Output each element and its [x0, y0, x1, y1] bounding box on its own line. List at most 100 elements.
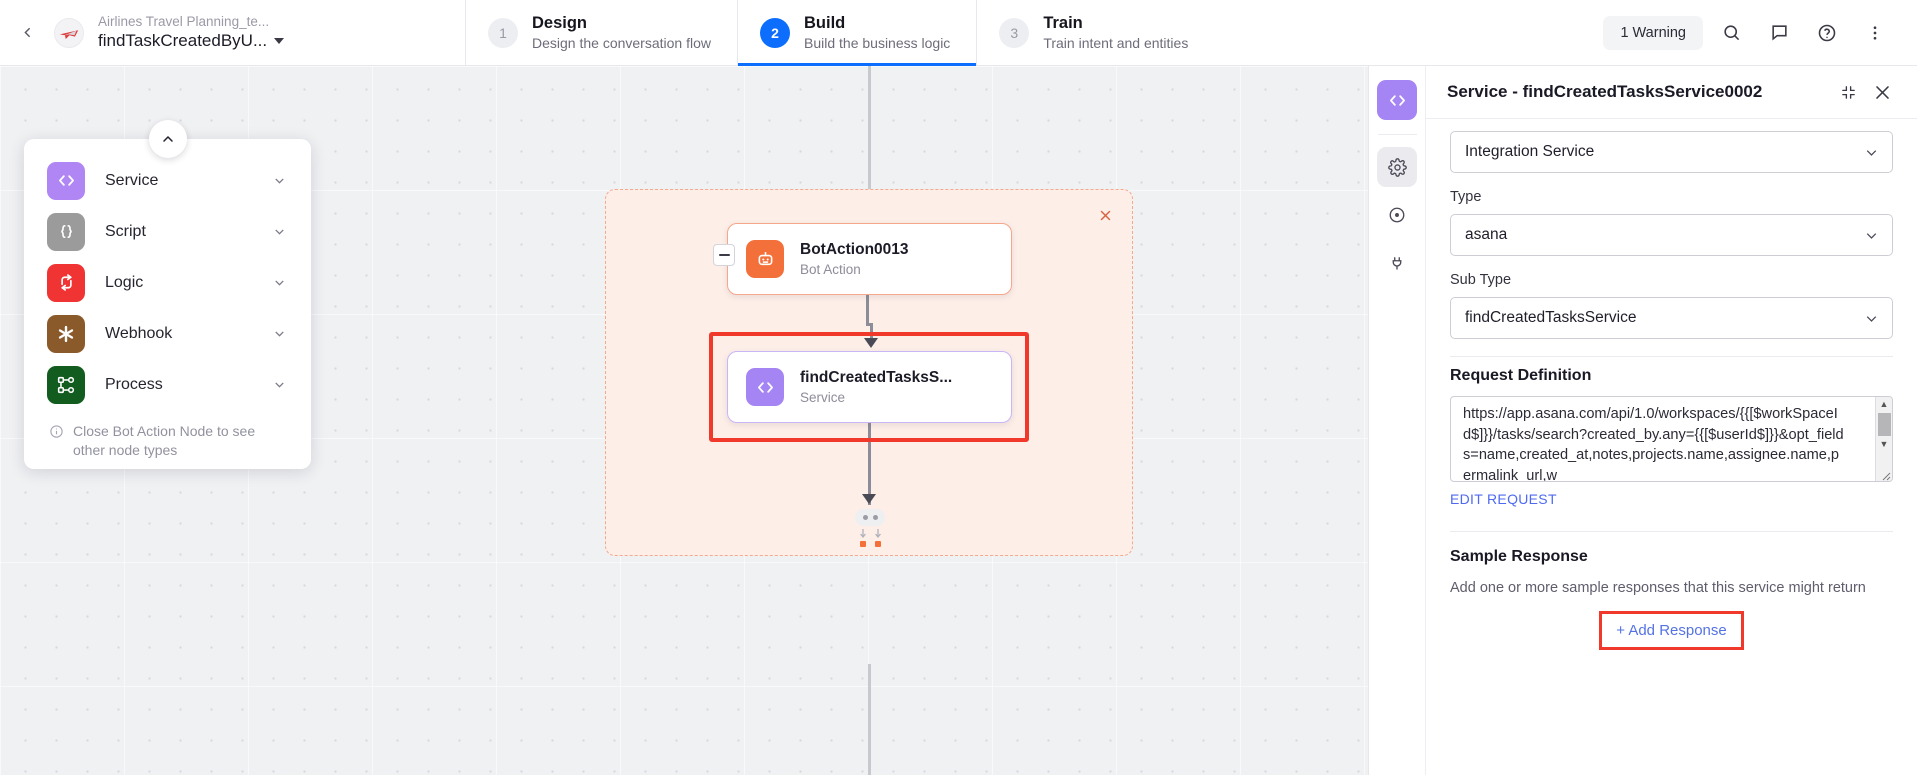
build-steps: 1 Design Design the conversation flow 2 …: [465, 0, 1214, 66]
arrow-head-outgoing: [862, 494, 876, 504]
bot-name: findTaskCreatedByU...: [98, 31, 268, 50]
palette-item-label: Process: [105, 375, 163, 393]
step-number: 3: [999, 17, 1030, 48]
search-icon[interactable]: [1711, 13, 1751, 53]
close-icon[interactable]: [1092, 202, 1118, 228]
workspace-name: Airlines Travel Planning_te...: [98, 14, 270, 29]
request-definition-value: https://app.asana.com/api/1.0/workspaces…: [1463, 406, 1844, 482]
type-select[interactable]: asana: [1450, 214, 1893, 256]
node-type: Service: [800, 389, 846, 405]
step-desc: Train intent and entities: [1043, 34, 1189, 51]
tab-design[interactable]: 1 Design Design the conversation flow: [465, 0, 737, 65]
palette-note-text: Close Bot Action Node to see other node …: [73, 423, 256, 458]
type-value: asana: [1465, 226, 1508, 243]
arrow-down-icon: [859, 529, 866, 539]
chevron-down-icon[interactable]: [272, 173, 287, 188]
chevron-down-icon[interactable]: [1863, 227, 1880, 244]
edit-request-link[interactable]: EDIT REQUEST: [1450, 491, 1557, 507]
add-node-chip[interactable]: [855, 509, 885, 526]
step-desc: Build the business logic: [804, 34, 951, 51]
panel-header: Service - findCreatedTasksService0002: [1426, 66, 1917, 119]
more-vertical-icon[interactable]: [1855, 13, 1895, 53]
scrollbar-thumb[interactable]: [1877, 413, 1891, 436]
palette-item-script[interactable]: Script: [24, 206, 311, 257]
palette-item-webhook[interactable]: Webhook: [24, 308, 311, 359]
type-label: Type: [1450, 189, 1482, 205]
chevron-down-icon[interactable]: [272, 377, 287, 392]
asterisk-icon: [47, 314, 85, 353]
panel-body: Service - findCreatedTasksService0002: [1426, 66, 1917, 775]
top-bar: Airlines Travel Planning_te... findTaskC…: [0, 0, 1917, 66]
edge-seg-a: [866, 295, 869, 325]
target-icon[interactable]: [1377, 195, 1417, 235]
resize-handle-icon[interactable]: [1879, 468, 1891, 481]
scroll-down-icon[interactable]: ▼: [1879, 439, 1889, 449]
textarea-scrollbar[interactable]: ▲ ▼: [1875, 397, 1892, 481]
robot-icon: [746, 240, 784, 278]
edge-to-ghost: [868, 664, 871, 775]
sample-response-helper: Add one or more sample responses that th…: [1450, 580, 1866, 596]
step-title: Build: [804, 13, 846, 32]
chevron-down-icon[interactable]: [272, 224, 287, 239]
loop-arrows-icon: [47, 263, 85, 302]
chevron-down-icon[interactable]: [1863, 144, 1880, 161]
info-icon: [49, 424, 64, 460]
plug-icon[interactable]: [1377, 243, 1417, 283]
sample-response-title: Sample Response: [1450, 548, 1588, 565]
divider: [1450, 356, 1893, 357]
node-name: findCreatedTasksS...: [800, 368, 953, 386]
divider: [1450, 531, 1893, 532]
bot-avatar: [54, 17, 84, 48]
node-bot-action[interactable]: BotAction0013 Bot Action: [727, 223, 1012, 295]
palette-item-logic[interactable]: Logic: [24, 257, 311, 308]
field-type: Type asana: [1450, 189, 1893, 256]
rail-button-service[interactable]: [1377, 80, 1417, 120]
bot-name-row[interactable]: findTaskCreatedByU...: [98, 30, 285, 52]
chevron-down-icon[interactable]: [274, 38, 285, 44]
collapse-icon[interactable]: [1831, 75, 1865, 109]
chevron-up-icon[interactable]: [148, 120, 187, 158]
sub-type-select[interactable]: findCreatedTasksService: [1450, 297, 1893, 339]
chevron-down-icon[interactable]: [1863, 310, 1880, 327]
chevron-down-icon[interactable]: [272, 326, 287, 341]
airplane-icon: [59, 29, 79, 39]
step-desc: Design the conversation flow: [532, 34, 711, 51]
tab-train[interactable]: 3 Train Train intent and entities: [976, 0, 1214, 65]
request-definition-textarea[interactable]: https://app.asana.com/api/1.0/workspaces…: [1450, 396, 1893, 482]
service-type-select[interactable]: Integration Service: [1450, 131, 1893, 173]
minus-icon[interactable]: [713, 244, 735, 266]
panel-content: Integration Service Type asana: [1426, 119, 1917, 775]
tab-build[interactable]: 2 Build Build the business logic: [737, 0, 977, 66]
palette-item-process[interactable]: Process: [24, 359, 311, 410]
top-bar-left: Airlines Travel Planning_te... findTaskC…: [0, 0, 465, 65]
rail-divider: [1377, 134, 1417, 135]
palette-item-service[interactable]: Service: [24, 155, 311, 206]
node-palette: Service Script: [24, 120, 311, 469]
scroll-up-icon[interactable]: ▲: [1879, 399, 1889, 409]
step-number: 2: [760, 17, 790, 48]
edge-incoming: [868, 66, 871, 223]
code-brackets-icon: [47, 161, 85, 200]
warning-badge[interactable]: 1 Warning: [1603, 15, 1703, 50]
chevron-down-icon[interactable]: [272, 275, 287, 290]
sub-type-label: Sub Type: [1450, 272, 1512, 288]
close-icon[interactable]: [1865, 75, 1899, 109]
node-service[interactable]: findCreatedTasksS... Service: [727, 351, 1012, 423]
arrow-head-service: [864, 338, 878, 348]
help-icon[interactable]: [1807, 13, 1847, 53]
palette-item-label: Webhook: [105, 324, 173, 342]
step-number: 1: [488, 17, 518, 48]
branch-indicator: [856, 529, 884, 551]
service-properties-panel: Service - findCreatedTasksService0002: [1368, 66, 1917, 775]
palette-item-label: Logic: [105, 273, 144, 291]
add-response-wrap: + Add Response: [1450, 611, 1893, 650]
step-title: Train: [1043, 13, 1083, 32]
add-response-button[interactable]: + Add Response: [1599, 611, 1744, 650]
comment-icon[interactable]: [1759, 13, 1799, 53]
request-definition-title: Request Definition: [1450, 367, 1592, 384]
back-button[interactable]: [14, 20, 40, 46]
node-name: BotAction0013: [800, 240, 909, 258]
flow-canvas[interactable]: BotAction0013 Bot Action findCreatedTask…: [0, 66, 1368, 775]
gear-icon[interactable]: [1377, 147, 1417, 187]
